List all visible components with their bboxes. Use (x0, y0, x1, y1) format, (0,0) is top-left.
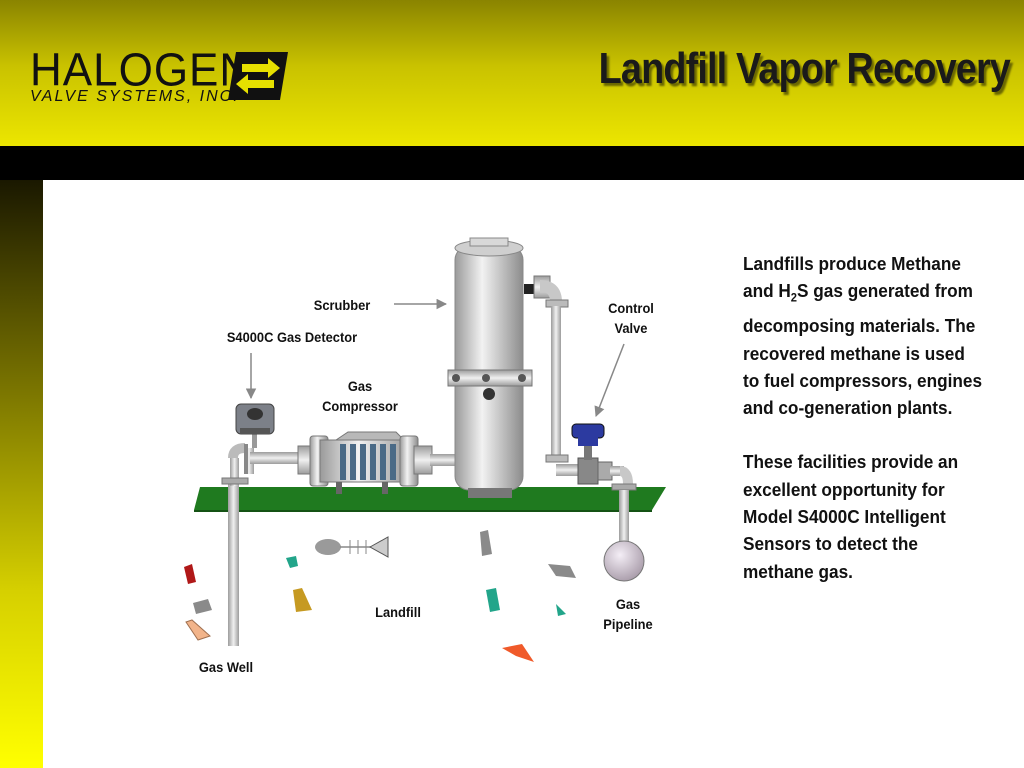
landfill-debris (184, 530, 576, 662)
header-divider-bar (0, 146, 1024, 180)
logo-subtitle: VALVE SYSTEMS, INC. (30, 88, 240, 105)
left-accent-bar (0, 180, 43, 768)
label-gas-well: Gas Well (198, 659, 254, 675)
description-paragraph-2: These facilities provide an excellent op… (743, 451, 959, 582)
ground-slab (194, 487, 666, 510)
label-scrubber: Scrubber (313, 297, 371, 313)
gas-well-pipe (228, 478, 239, 646)
logo-wordmark: HALOGEN (30, 44, 253, 97)
label-landfill: Landfill (375, 604, 421, 620)
description-paragraph-1: Landfills produce Methane and H2S gas ge… (743, 253, 983, 419)
landfill-diagram (184, 237, 666, 662)
page-title: Landfill Vapor Recovery (598, 44, 1011, 93)
gas-compressor-icon (297, 431, 433, 494)
description-text: Landfills produce Methane and H2S gas ge… (743, 250, 985, 585)
control-valve-icon (571, 423, 613, 485)
header-banner (0, 0, 1024, 146)
gas-detector-icon (235, 403, 275, 448)
scrubber-tower-icon (447, 237, 533, 498)
gas-pipeline-tank-icon (603, 540, 645, 582)
label-gas-detector: S4000C Gas Detector (226, 329, 358, 345)
logo-arrow-icon (228, 52, 288, 100)
